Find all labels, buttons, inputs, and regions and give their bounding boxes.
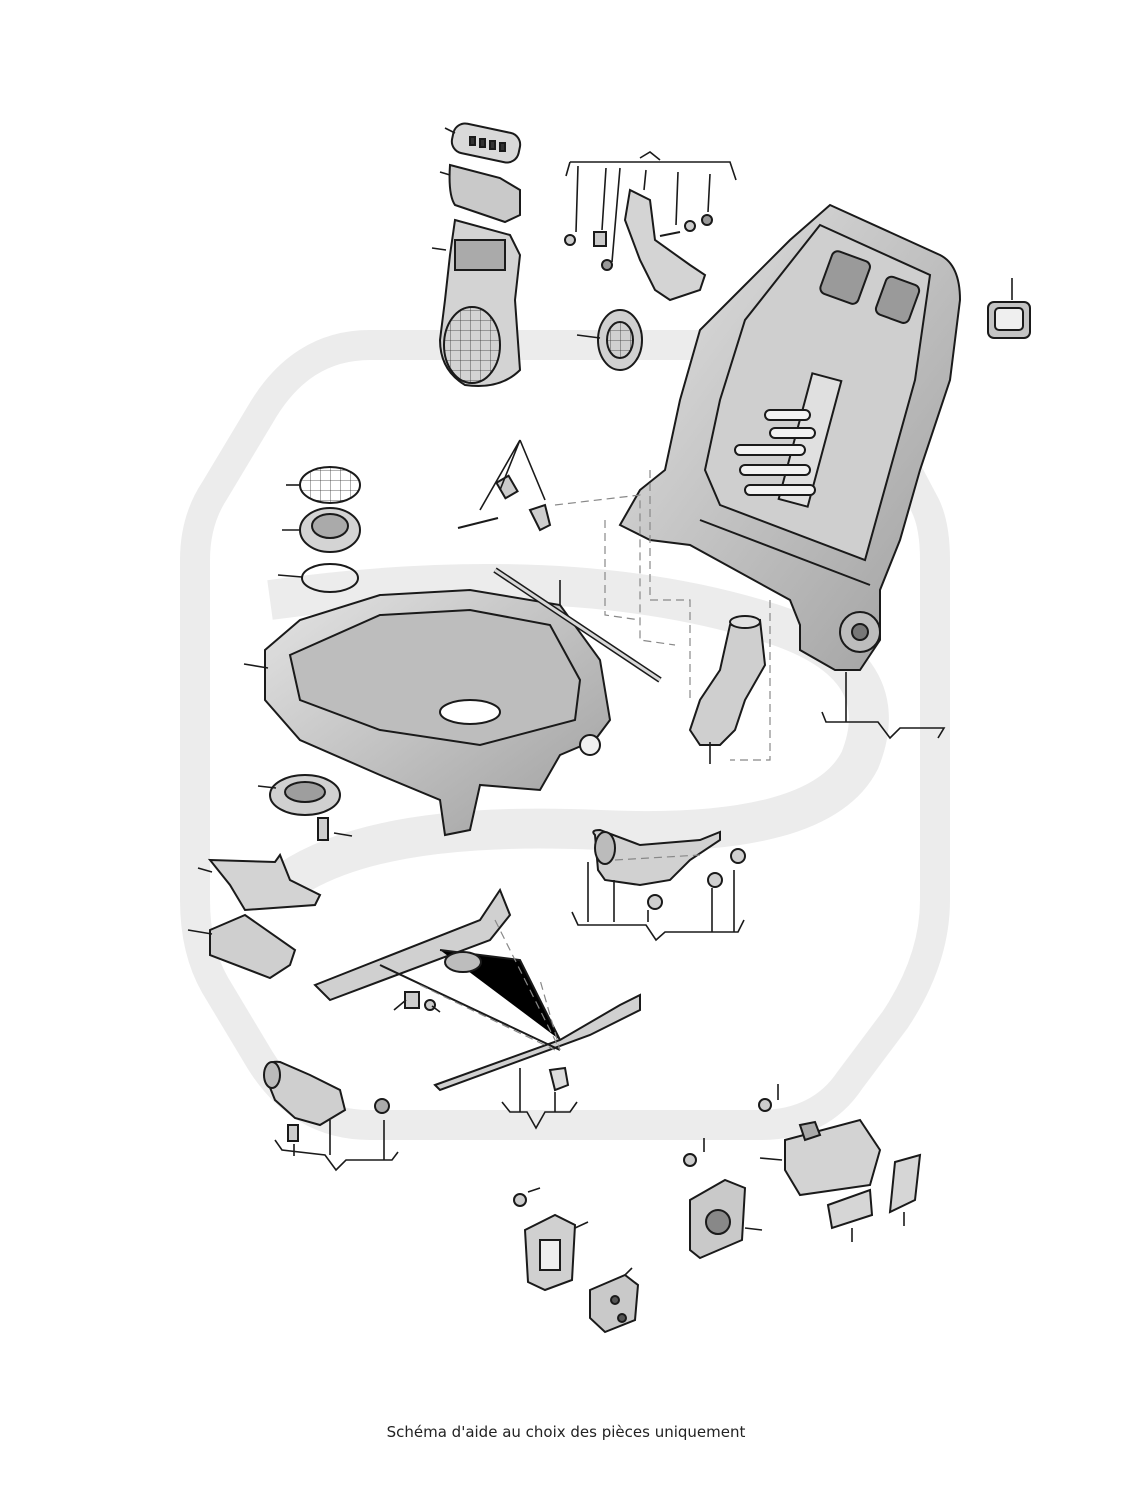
control-unit-icon <box>209 913 297 980</box>
switch-module-icon <box>683 1153 747 1260</box>
screw-icon <box>317 817 329 841</box>
rail-pin-icon <box>548 1066 570 1092</box>
seat-cushion-frame-icon <box>264 588 612 837</box>
lumbar-module-icon <box>438 122 522 387</box>
seat-switch-housing-icon <box>758 1098 922 1230</box>
assembly-lines <box>419 470 771 1051</box>
speaker-icon-2 <box>299 507 361 553</box>
control-bracket-icon <box>207 852 322 912</box>
speaker-icon <box>597 309 643 371</box>
diagram-caption: Schéma d'aide au choix des pièces unique… <box>386 1423 746 1441</box>
leader-lines <box>187 127 1013 1276</box>
speaker-ring-icon <box>301 563 359 593</box>
switch-bezel-icon <box>513 1193 577 1292</box>
seat-rail-icon <box>313 887 641 1092</box>
recliner-motor-icon <box>688 615 767 746</box>
switch-cap-icon <box>987 301 1031 339</box>
speaker-grille-icon <box>299 466 361 504</box>
bracket-icon <box>564 188 713 302</box>
bolt-set-icon <box>457 474 552 532</box>
seat-back-frame-icon <box>618 203 962 671</box>
fore-aft-motor-icon <box>263 1060 390 1142</box>
connector-icon <box>589 1273 640 1334</box>
watermark-logo-icon <box>180 330 950 1140</box>
speaker-base-icon <box>269 774 341 816</box>
